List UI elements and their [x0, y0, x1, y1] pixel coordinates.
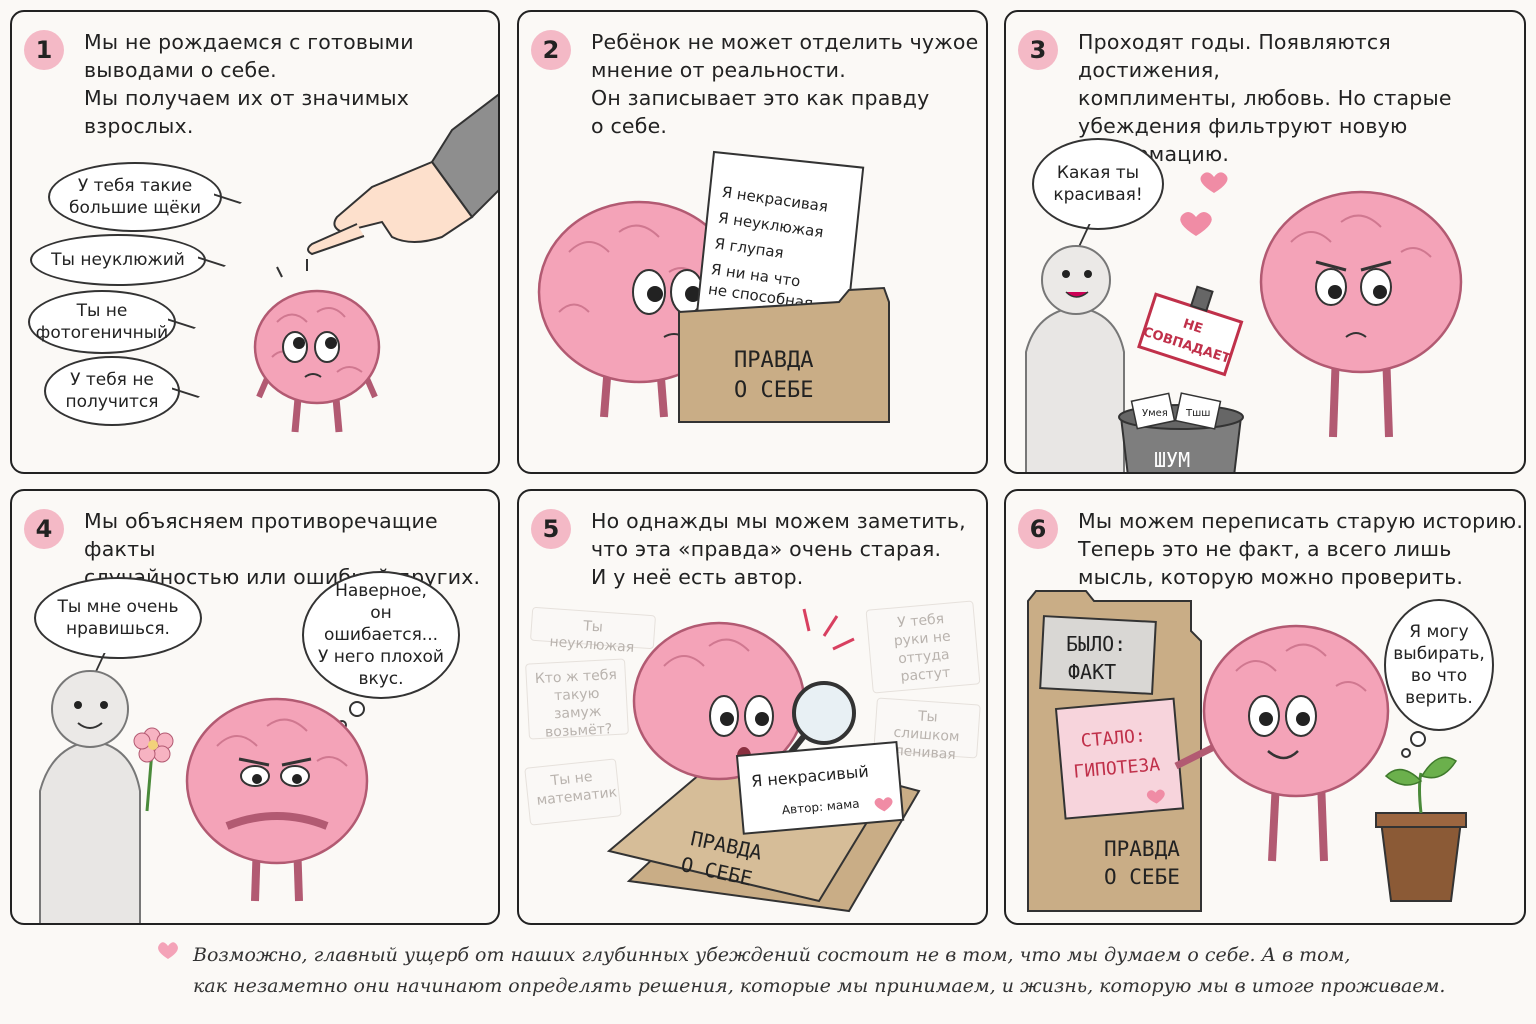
brain-character-investigating	[632, 621, 806, 781]
card-author: Автор: мама	[781, 797, 860, 818]
panel-number: 3	[1018, 30, 1058, 70]
heart-icon	[1180, 211, 1212, 236]
brain-character-small	[253, 259, 381, 433]
panel-4-art	[39, 670, 369, 923]
seedling-pot-icon	[1375, 756, 1467, 902]
was-label: ФАКТ	[1068, 660, 1116, 684]
panel-number: 4	[24, 509, 64, 549]
folder-truth-about-self: БЫЛО: ФАКТ СТАЛО: ГИПОТЕЗА ПРАВДА О СЕБЕ	[1027, 590, 1202, 912]
svg-text:НЕ: НЕ	[1181, 317, 1204, 337]
speech-bubble-i-like-you: Ты мне очень нравишься.	[34, 577, 202, 659]
brain-character-happy	[1174, 624, 1390, 862]
panel-caption: Но однажды мы можем заметить, что эта «п…	[591, 509, 966, 589]
panel-4: 4 Мы объясняем противоречащие факты случ…	[10, 489, 500, 925]
panel-1: 1 Мы не рождаемся с готовыми выводами о …	[10, 10, 500, 474]
panel-5-art: ПРАВДА О СЕБЕ Я некрасивый Автор: мама	[606, 608, 921, 913]
pointing-hand-icon	[307, 93, 498, 256]
svg-text:Умея: Умея	[1142, 408, 1168, 419]
panel-caption: Мы не рождаемся с готовыми выводами о се…	[84, 30, 414, 138]
brain-character-suspicious	[1259, 190, 1463, 438]
hypothesis-card: СТАЛО: ГИПОТЕЗА	[1054, 697, 1185, 820]
panel-caption: Мы объясняем противоречащие факты случай…	[84, 509, 481, 589]
panel-3-art: НЕ СОВПАДАЕТ Умея Тшш ШУМ	[1025, 172, 1463, 472]
was-label: БЫЛО:	[1066, 632, 1126, 656]
panel-6: 6 Мы можем переписать старую историю. Те…	[1004, 489, 1526, 925]
footer-quote: Возможно, главный ущерб от наших глубинн…	[193, 944, 1446, 997]
panel-caption: Мы можем переписать старую историю. Тепе…	[1078, 509, 1524, 589]
speech-bubble-photogenic: Ты не фотогеничный	[28, 290, 176, 354]
panel-6-art: БЫЛО: ФАКТ СТАЛО: ГИПОТЕЗА ПРАВДА О СЕБЕ	[1027, 590, 1467, 912]
panel-caption: Ребёнок не может отделить чужое мнение о…	[591, 30, 979, 138]
person-figure	[39, 670, 141, 923]
folder-label: О СЕБЕ	[734, 378, 813, 403]
panel-number: 6	[1018, 509, 1058, 549]
folder-label: ПРАВДА	[1104, 837, 1180, 861]
panel-2-art: Я некрасивая Я неуклюжая Я глупая Я ни н…	[537, 150, 890, 423]
brain-character-arms-crossed	[185, 697, 369, 902]
speech-bubble-cheeks: У тебя такие большие щёки	[48, 162, 222, 232]
alert-lines	[802, 608, 855, 651]
thought-bubble-i-can-choose: Я могу выбирать, во что верить.	[1384, 599, 1494, 731]
author-card: Я некрасивый Автор: мама	[735, 740, 905, 835]
panel-2: 2 Ребёнок не может отделить чужое мнение…	[517, 10, 988, 474]
panel-number: 5	[531, 509, 571, 549]
panel-5: 5 Но однажды мы можем заметить, что эта …	[517, 489, 988, 925]
panel-number: 2	[531, 30, 571, 70]
svg-text:Тшш: Тшш	[1185, 408, 1210, 419]
panel-1-art	[253, 93, 498, 433]
folder-label: О СЕБЕ	[1104, 865, 1180, 889]
folder-label: ПРАВДА	[734, 348, 813, 373]
folder-truth-about-self: ПРАВДА О СЕБЕ	[678, 286, 890, 423]
heart-icon	[874, 797, 893, 812]
thought-bubble-he-is-wrong: Наверное, он ошибается... У него плохой …	[302, 571, 460, 699]
speech-bubble-clumsy: Ты неуклюжий	[30, 234, 206, 286]
trash-label: ШУМ	[1154, 448, 1190, 472]
panel-3: 3 Проходят годы. Появляются достижения, …	[1004, 10, 1526, 474]
flower-icon	[133, 727, 174, 812]
heart-icon	[158, 942, 178, 959]
person-figure	[1025, 245, 1125, 472]
trash-can-noise: Умея Тшш ШУМ	[1118, 392, 1244, 472]
panel-number: 1	[24, 30, 64, 70]
heart-icon	[1200, 172, 1228, 193]
heart-icon	[1146, 789, 1165, 804]
speech-bubble-compliment: Какая ты красивая!	[1032, 138, 1164, 230]
speech-bubble-wont-succeed: У тебя не получится	[44, 356, 180, 426]
stamp-not-matching: НЕ СОВПАДАЕТ	[1137, 285, 1244, 377]
